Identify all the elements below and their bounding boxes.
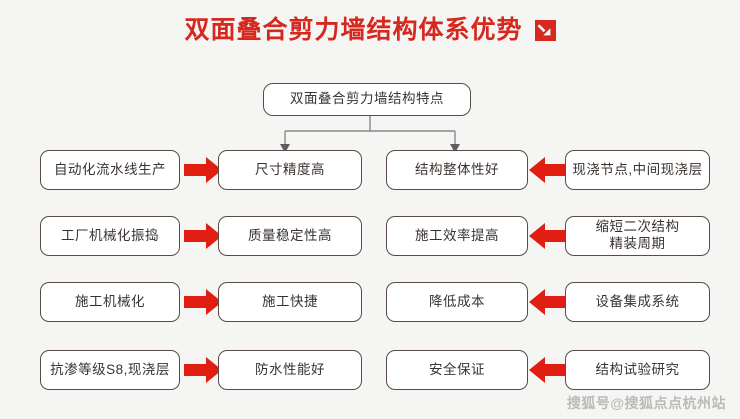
cause-left-row-4[interactable]: 抗渗等级S8,现浇层 [40, 350, 180, 390]
cause-right-row-3[interactable]: 设备集成系统 [565, 282, 710, 322]
cause-right-row-1[interactable]: 现浇节点,中间现浇层 [565, 150, 710, 190]
watermark: 搜狐号@搜狐点点杭州站 [566, 395, 726, 411]
page-title: 双面叠合剪力墙结构体系优势 [0, 18, 740, 43]
cause-left-row-1[interactable]: 自动化流水线生产 [40, 150, 180, 190]
effect-right-row-1[interactable]: 结构整体性好 [386, 150, 528, 190]
cause-right-row-2[interactable]: 缩短二次结构 精装周期 [565, 216, 710, 256]
effect-left-row-1[interactable]: 尺寸精度高 [218, 150, 362, 190]
effect-right-row-3[interactable]: 降低成本 [386, 282, 528, 322]
cause-left-row-2[interactable]: 工厂机械化振捣 [40, 216, 180, 256]
arrow-down-right-icon [534, 20, 556, 41]
left-arrow-icon-row-2 [527, 221, 569, 251]
root-node[interactable]: 双面叠合剪力墙结构特点 [263, 83, 471, 116]
right-arrow-icon-row-2 [182, 221, 224, 251]
effect-left-row-2[interactable]: 质量稳定性高 [218, 216, 362, 256]
effect-left-row-3[interactable]: 施工快捷 [218, 282, 362, 322]
connector-bracket [255, 116, 485, 156]
page-title-text: 双面叠合剪力墙结构体系优势 [184, 16, 523, 44]
right-arrow-icon-row-3 [182, 287, 224, 317]
left-arrow-icon-row-1 [527, 155, 569, 185]
right-arrow-icon-row-1 [182, 155, 224, 185]
left-arrow-icon-row-4 [527, 355, 569, 385]
effect-right-row-4[interactable]: 安全保证 [386, 350, 528, 390]
left-arrow-icon-row-3 [527, 287, 569, 317]
cause-right-row-4[interactable]: 结构试验研究 [565, 350, 710, 390]
cause-left-row-3[interactable]: 施工机械化 [40, 282, 180, 322]
right-arrow-icon-row-4 [182, 355, 224, 385]
effect-left-row-4[interactable]: 防水性能好 [218, 350, 362, 390]
effect-right-row-2[interactable]: 施工效率提高 [386, 216, 528, 256]
